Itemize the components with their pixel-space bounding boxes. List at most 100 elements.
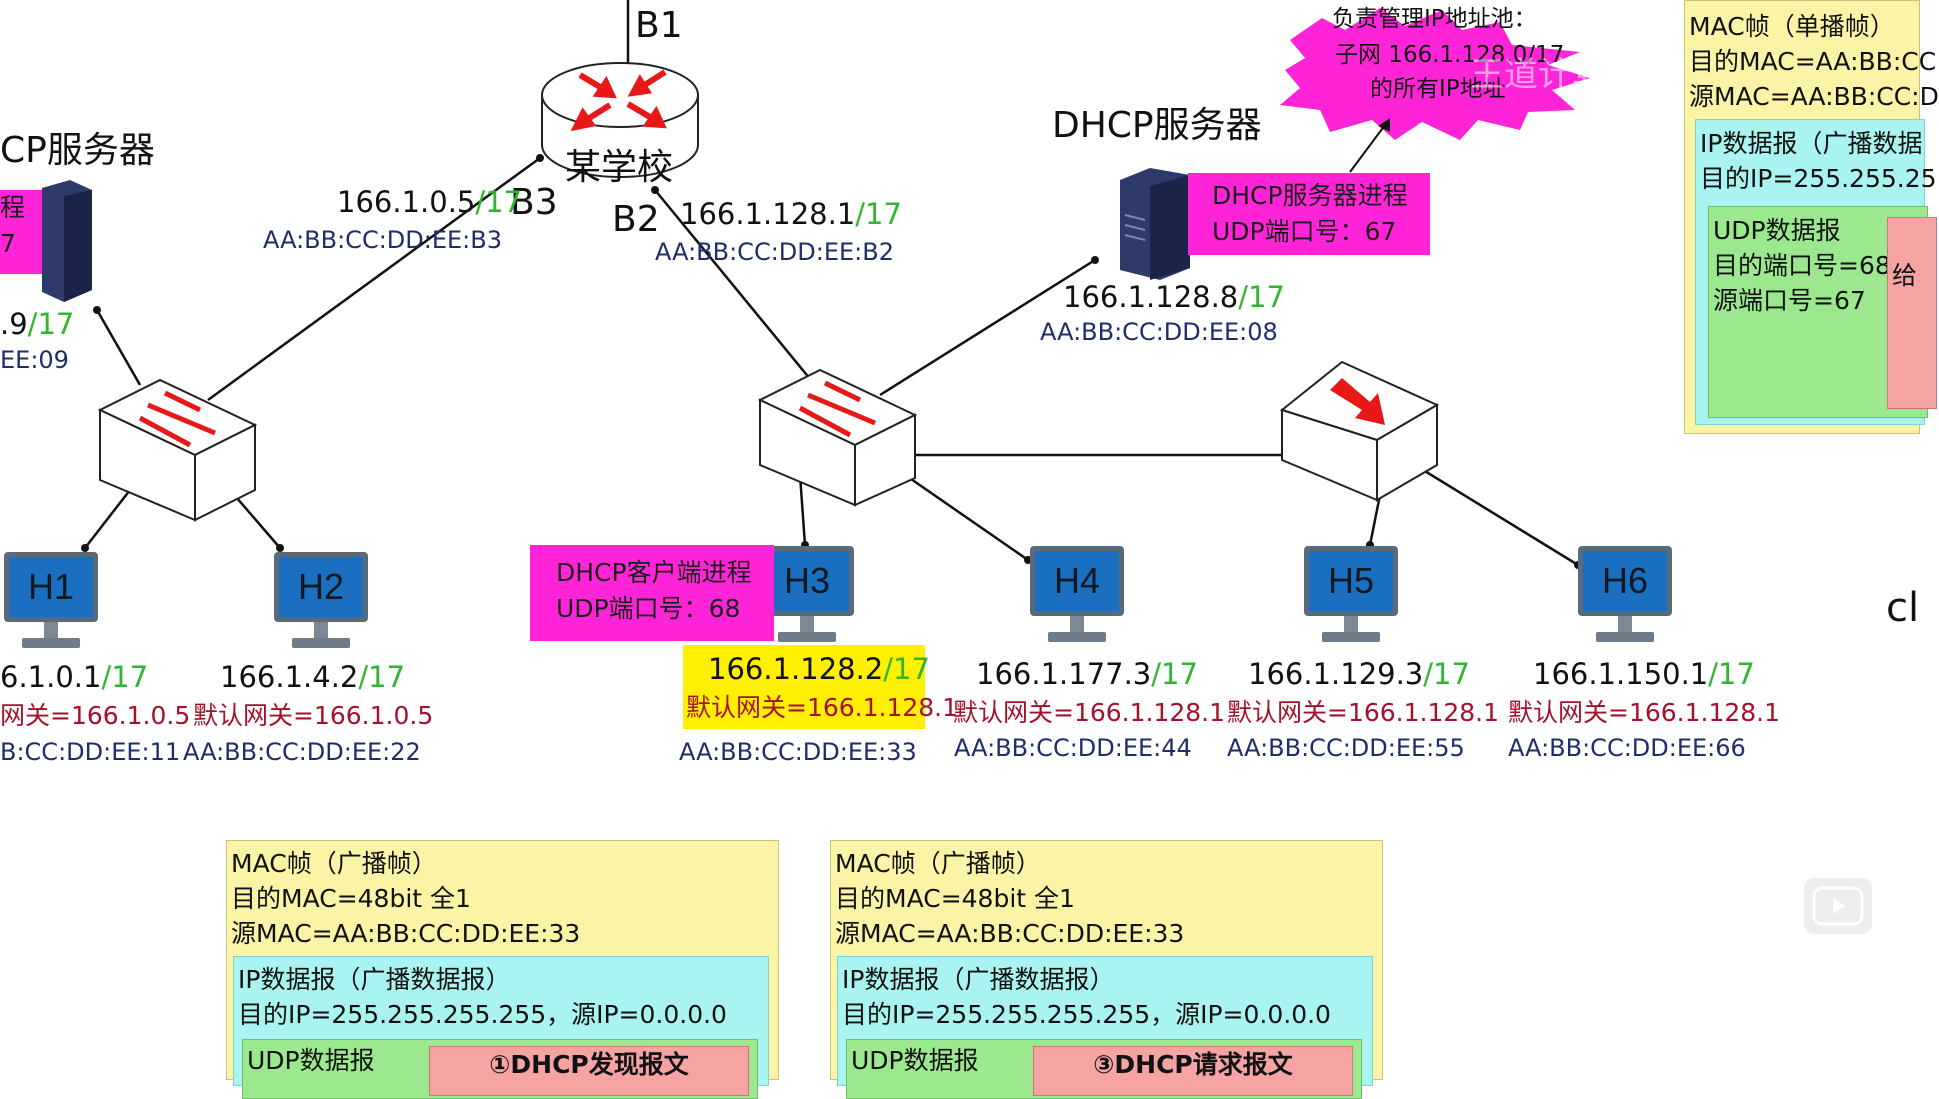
link-b3-switch1 <box>207 156 541 402</box>
f1-msg: ①DHCP发现报文 <box>429 1046 749 1096</box>
h3-ip: 166.1.128.2/17 <box>708 652 930 686</box>
host-h2[interactable]: H2 <box>274 552 368 656</box>
host-h1[interactable]: H1 <box>4 552 98 656</box>
host-h5-screen: H5 <box>1304 546 1398 616</box>
f2-dst-mac: 目的MAC=48bit 全1 <box>835 884 1075 913</box>
f1-src-mac: 源MAC=AA:BB:CC:DD:EE:33 <box>231 919 581 948</box>
left-server-mac: EE:09 <box>0 346 69 374</box>
uf-payload: 给 <box>1887 217 1937 409</box>
pool-line3: 的所有IP地址 <box>1370 76 1506 102</box>
broadcast-frame-1: MAC帧（广播帧） 目的MAC=48bit 全1 源MAC=AA:BB:CC:D… <box>226 840 779 1099</box>
b2-ip: 166.1.128.1/17 <box>680 197 902 231</box>
uf-udp-title: UDP数据报 <box>1713 216 1841 245</box>
host-h2-screen: H2 <box>274 552 368 622</box>
f2-ip-packet: IP数据报（广播数据报） 目的IP=255.255.255.255，源IP=0.… <box>837 956 1373 1099</box>
unicast-frame: MAC帧（单播帧） 目的MAC=AA:BB:CC 源MAC=AA:BB:CC:D… <box>1684 0 1939 434</box>
host-h3-screen: H3 <box>760 546 854 616</box>
link-b2-switch2 <box>654 189 816 386</box>
dhcp-server-port: UDP端口号：67 <box>1212 217 1397 246</box>
dhcp-client-process-box: DHCP客户端进程 UDP端口号：68 <box>530 545 774 641</box>
h3-mac: AA:BB:CC:DD:EE:33 <box>679 738 917 766</box>
link-sw3-h5 <box>1368 494 1382 546</box>
b3-ip: 166.1.0.5/17 <box>337 185 523 219</box>
pool-line2: 子网 166.1.128.0/17 <box>1335 42 1565 68</box>
host-h1-screen: H1 <box>4 552 98 622</box>
f2-msg: ③DHCP请求报文 <box>1033 1046 1353 1096</box>
h4-mac: AA:BB:CC:DD:EE:44 <box>954 734 1192 762</box>
client-process: DHCP客户端进程 <box>556 558 752 587</box>
f2-ip-title: IP数据报（广播数据报） <box>842 965 1115 994</box>
watermark: 王道计算机教育 <box>1470 55 1708 95</box>
dhcp-server-ip: 166.1.128.8/17 <box>1063 280 1285 314</box>
h1-mac: B:CC:DD:EE:11 <box>0 738 181 766</box>
switch-2-icon <box>757 368 918 507</box>
h4-ip: 166.1.177.3/17 <box>976 657 1198 691</box>
f2-title: MAC帧（广播帧） <box>835 849 1041 878</box>
pool-line1: 负责管理IP地址池： <box>1332 6 1537 32</box>
host-h6-screen: H6 <box>1578 546 1672 616</box>
link-sw1-h1 <box>84 489 131 549</box>
h5-mac: AA:BB:CC:DD:EE:55 <box>1227 734 1465 762</box>
link-sw3-h6 <box>1414 463 1579 567</box>
play-icon <box>1812 886 1864 926</box>
link-left-server <box>95 309 142 386</box>
f1-udp-title: UDP数据报 <box>247 1046 375 1075</box>
uf-ip-title: IP数据报（广播数据 <box>1700 129 1923 158</box>
h2-ip: 166.1.4.2/17 <box>220 660 406 694</box>
b2-mac: AA:BB:CC:DD:EE:B2 <box>655 238 894 266</box>
broadcast-frame-2: MAC帧（广播帧） 目的MAC=48bit 全1 源MAC=AA:BB:CC:D… <box>830 840 1383 1099</box>
f1-ip-packet: IP数据报（广播数据报） 目的IP=255.255.255.255，源IP=0.… <box>233 956 769 1099</box>
router-label: 某学校 <box>565 147 674 188</box>
dhcp-server-mac: AA:BB:CC:DD:EE:08 <box>1040 318 1278 346</box>
host-h6[interactable]: H6 <box>1578 546 1672 650</box>
h3-gateway: 默认网关=166.1.128.1 <box>686 693 959 722</box>
uf-dst-port: 目的端口号=68 <box>1713 251 1891 280</box>
f1-udp: UDP数据报 ①DHCP发现报文 <box>242 1039 758 1099</box>
f2-udp-title: UDP数据报 <box>851 1046 979 1075</box>
h2-mac: AA:BB:CC:DD:EE:22 <box>183 738 421 766</box>
left-server-icon <box>42 180 92 302</box>
switch-3-icon <box>1279 360 1440 502</box>
f1-ip-title: IP数据报（广播数据报） <box>238 965 511 994</box>
uf-src-port: 源端口号=67 <box>1713 286 1866 315</box>
label-b3: B3 <box>510 182 558 223</box>
client-port: UDP端口号：68 <box>556 594 741 623</box>
f2-src-mac: 源MAC=AA:BB:CC:DD:EE:33 <box>835 919 1185 948</box>
uf-title: MAC帧（单播帧） <box>1689 12 1895 41</box>
left-server-box-line1: 程 <box>0 193 26 222</box>
dhcp-server-icon <box>1120 168 1190 280</box>
f1-title: MAC帧（广播帧） <box>231 849 437 878</box>
label-b1: B1 <box>635 5 683 46</box>
dhcp-server-process-box: DHCP服务器进程 UDP端口号：67 <box>1188 173 1430 255</box>
switch-1-icon <box>97 378 258 522</box>
f1-dst-mac: 目的MAC=48bit 全1 <box>231 884 471 913</box>
host-h3[interactable]: H3 <box>760 546 854 650</box>
host-h4-screen: H4 <box>1030 546 1124 616</box>
host-h5[interactable]: H5 <box>1304 546 1398 650</box>
link-sw2-h3 <box>798 474 807 546</box>
h2-gateway: 默认网关=166.1.0.5 <box>193 701 434 730</box>
uf-payload-text: 给 <box>1892 261 1918 290</box>
h3-highlight <box>683 645 925 729</box>
host-h4[interactable]: H4 <box>1030 546 1124 650</box>
label-b2: B2 <box>612 199 660 240</box>
uf-udp: UDP数据报 目的端口号=68 源端口号=67 给 <box>1708 206 1937 418</box>
h6-mac: AA:BB:CC:DD:EE:66 <box>1508 734 1746 762</box>
uf-dst-ip: 目的IP=255.255.25 <box>1700 164 1937 193</box>
b3-mac: AA:BB:CC:DD:EE:B3 <box>263 226 502 254</box>
play-button[interactable] <box>1804 878 1872 934</box>
link-sw1-h2 <box>229 489 281 549</box>
uf-ip-packet: IP数据报（广播数据 目的IP=255.255.25 UDP数据报 目的端口号=… <box>1695 119 1937 425</box>
left-server-process-box: 程 7 <box>0 190 42 274</box>
dhcp-server-process: DHCP服务器进程 <box>1212 181 1408 210</box>
uf-dst-mac: 目的MAC=AA:BB:CC <box>1689 47 1937 76</box>
uf-src-mac: 源MAC=AA:BB:CC:D <box>1689 82 1939 111</box>
f2-ip-addrs: 目的IP=255.255.255.255，源IP=0.0.0.0 <box>842 1000 1331 1029</box>
h1-gateway: 网关=166.1.0.5 <box>0 701 191 730</box>
h4-gateway: 默认网关=166.1.128.1 <box>953 698 1226 727</box>
left-server-box-line2: 7 <box>0 229 16 258</box>
h5-ip: 166.1.129.3/17 <box>1248 657 1470 691</box>
edge-text: cl <box>1886 585 1920 631</box>
left-server-title: CP服务器 <box>0 130 155 171</box>
left-server-ip: .9/17 <box>0 307 75 341</box>
